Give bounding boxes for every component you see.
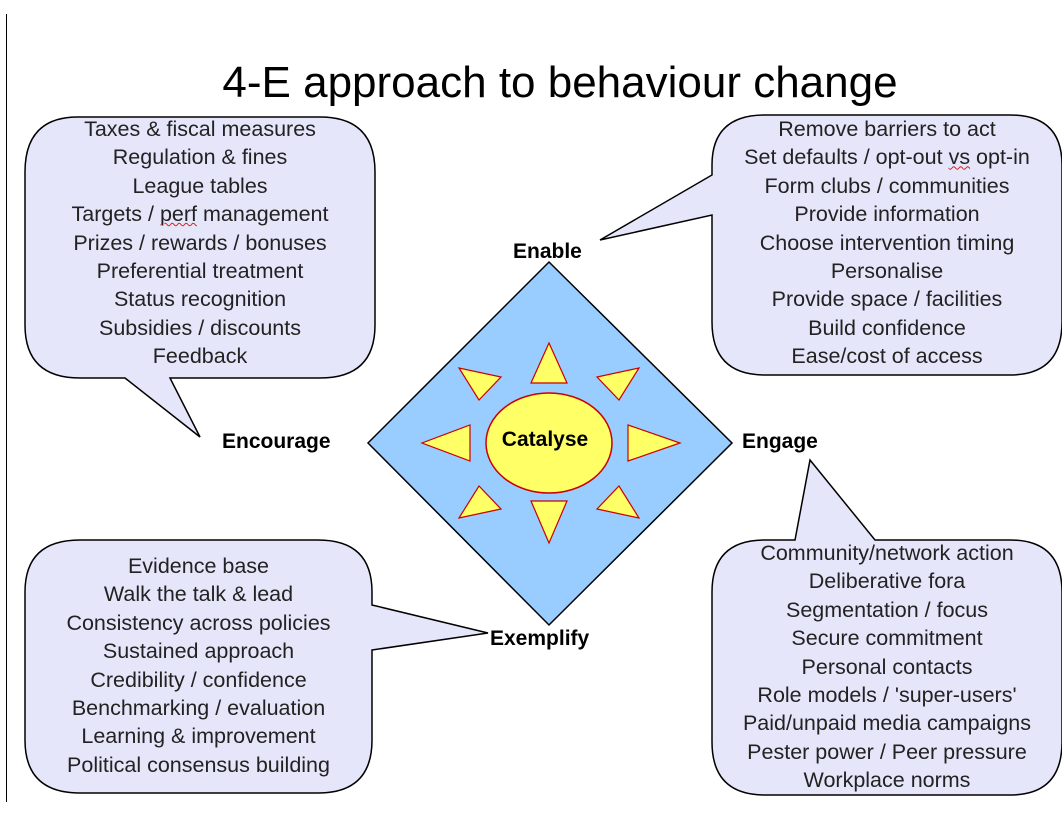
list-item: Workplace norms <box>803 768 971 793</box>
label-enable: Enable <box>513 240 582 263</box>
sun-ray-bottom-left <box>457 485 503 519</box>
exemplify-callout <box>24 539 489 794</box>
spellcheck-underline: vs <box>948 145 971 170</box>
label-engage: Engage <box>742 430 818 453</box>
list-item: Segmentation / focus <box>786 597 988 622</box>
list-item: Role models / 'super-users' <box>757 683 1017 708</box>
label-exemplify: Exemplify <box>490 627 590 650</box>
list-item: Credibility / confidence <box>90 667 307 692</box>
diagram-title: 4-E approach to behaviour change <box>222 58 898 107</box>
engage-callout <box>711 458 1062 796</box>
sun-ray-right <box>627 424 682 462</box>
list-item: Feedback <box>152 344 248 369</box>
spellcheck-underline: perf <box>159 202 198 227</box>
engage-items-list: Community/network action Deliberative fo… <box>712 539 1062 795</box>
encourage-callout <box>24 116 376 438</box>
list-item: Taxes & fiscal measures <box>84 117 316 141</box>
list-item: Targets / perf management <box>71 202 329 227</box>
list-item: Status recognition <box>113 287 287 312</box>
list-item: Ease/cost of access <box>791 344 983 369</box>
list-item: Build confidence <box>808 315 966 340</box>
exemplify-items-list: Evidence base Walk the talk & lead Consi… <box>25 552 372 779</box>
label-encourage: Encourage <box>222 430 331 453</box>
sun-ray-left <box>420 424 471 462</box>
list-item: Provide space / facilities <box>771 287 1003 312</box>
list-item: Community/network action <box>760 541 1014 565</box>
list-item: Secure commitment <box>791 626 983 651</box>
list-item: Prizes / rewards / bonuses <box>73 230 327 255</box>
list-item: Remove barriers to act <box>778 117 996 141</box>
left-border-line <box>6 14 7 802</box>
encourage-items-list: Taxes & fiscal measures Regulation & fin… <box>25 115 375 371</box>
list-item: Provide information <box>794 202 980 227</box>
center-label-catalyse: Catalyse <box>501 428 589 451</box>
list-item: Pester power / Peer pressure <box>747 739 1027 764</box>
list-item: Benchmarking / evaluation <box>71 696 326 721</box>
list-item: Personalise <box>830 259 944 284</box>
list-item: Regulation & fines <box>112 145 288 170</box>
sun-ray-top-right <box>595 367 641 401</box>
sun-ray-top <box>530 341 568 384</box>
list-item: Sustained approach <box>102 639 295 664</box>
list-item: Set defaults / opt-out vs opt-in <box>744 145 1030 170</box>
enable-items-list: Remove barriers to act Set defaults / op… <box>712 115 1062 371</box>
list-item: Evidence base <box>127 554 270 578</box>
sun-rays <box>420 341 682 545</box>
list-item: Choose intervention timing <box>759 230 1015 255</box>
sun-ray-bottom-right <box>595 485 641 519</box>
list-item: League tables <box>132 173 268 198</box>
list-item: Personal contacts <box>801 654 973 679</box>
list-item: Form clubs / communities <box>764 173 1010 198</box>
list-item: Political consensus building <box>67 752 330 777</box>
list-item: Learning & improvement <box>81 724 316 749</box>
sun-ray-top-left <box>457 367 503 401</box>
list-item: Consistency across policies <box>66 610 331 635</box>
sun-ray-bottom <box>530 500 568 545</box>
list-item: Deliberative fora <box>808 569 966 594</box>
list-item: Paid/unpaid media campaigns <box>742 711 1032 736</box>
sun-core <box>485 392 613 494</box>
list-item: Subsidies / discounts <box>99 315 301 340</box>
list-item: Preferential treatment <box>96 259 304 284</box>
enable-callout <box>599 114 1062 376</box>
list-item: Walk the talk & lead <box>103 582 294 607</box>
